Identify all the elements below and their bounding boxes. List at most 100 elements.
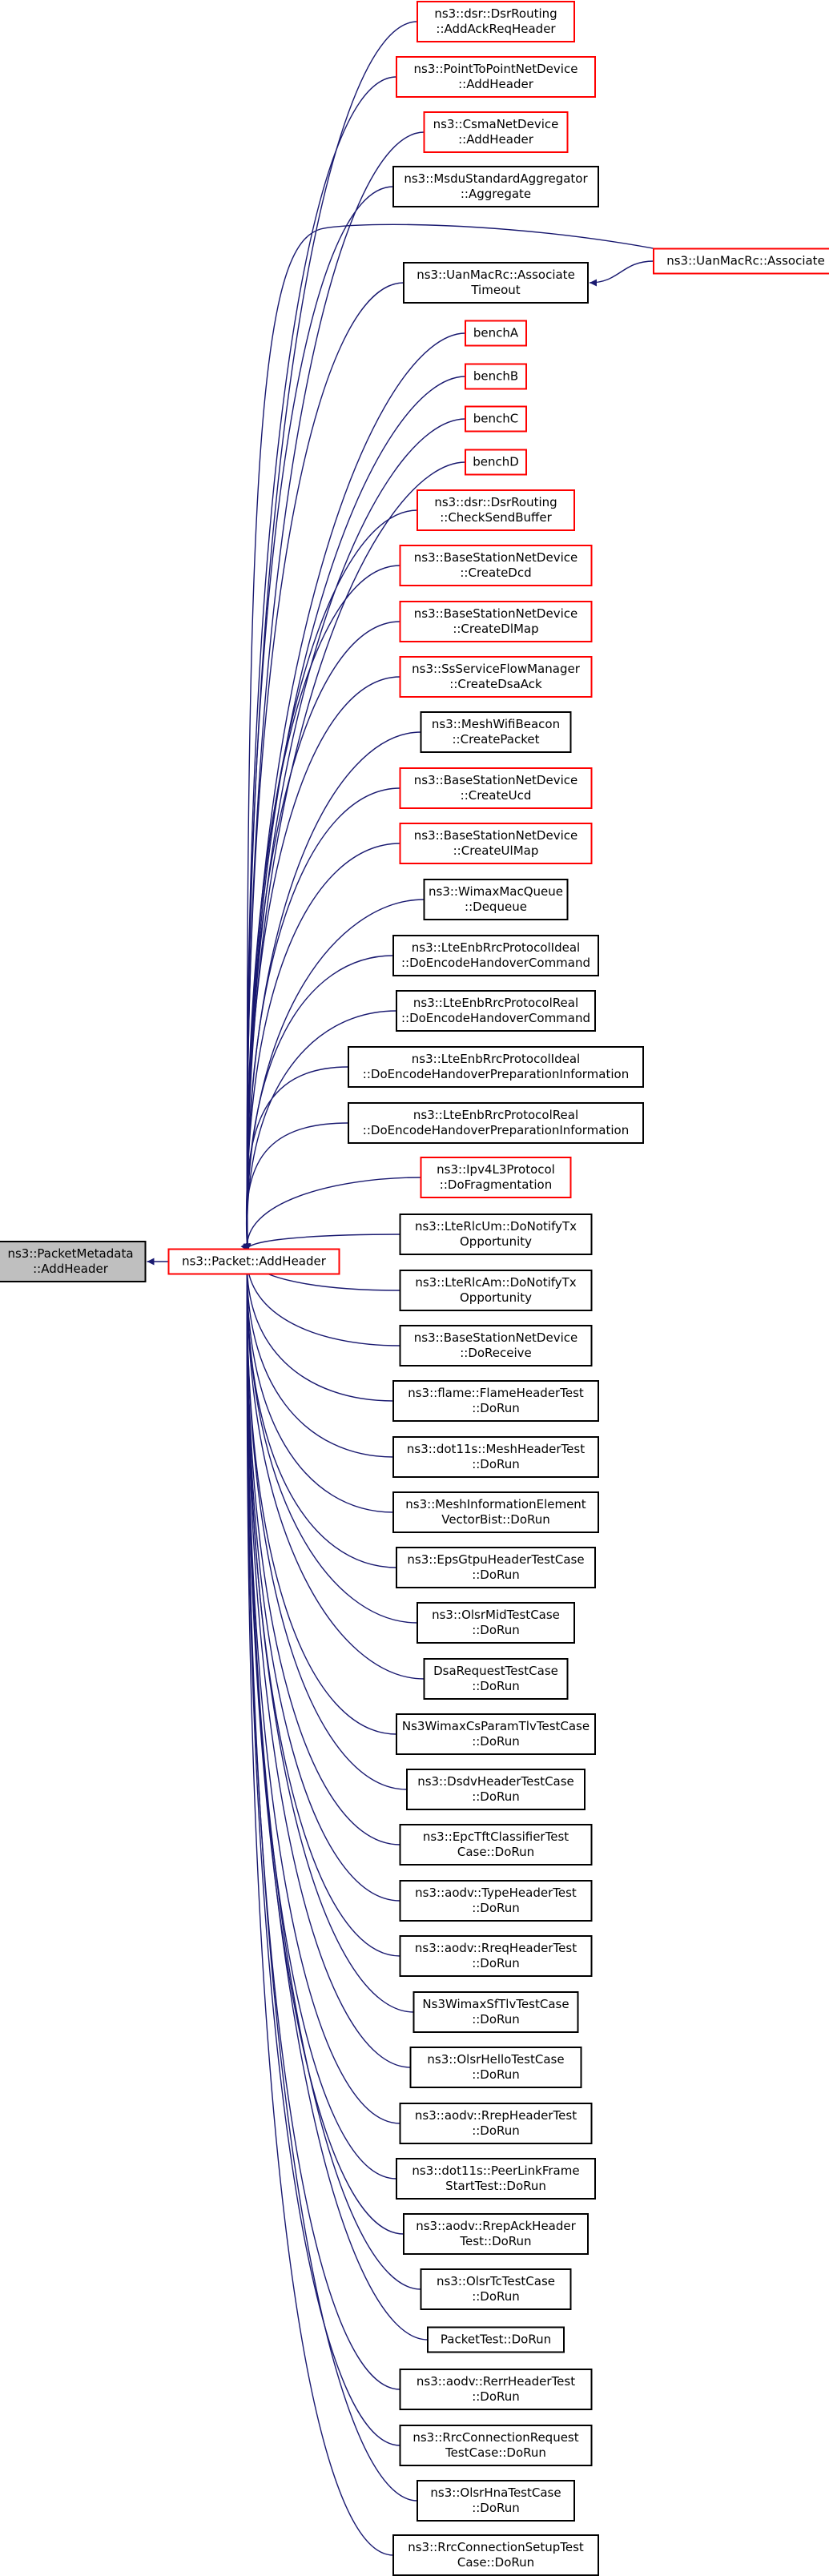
node-label: ns3::Packet::AddHeader: [182, 1254, 327, 1269]
node-ns3-aodv-rreqheadertest-dorun[interactable]: ns3::aodv::RreqHeaderTest::DoRun: [399, 1935, 593, 1977]
node-label: ns3::UanMacRc::Associate: [417, 268, 575, 282]
edge-c39-to-main: [243, 1250, 400, 2124]
node-box: [396, 1713, 596, 1755]
node-label: Case::DoRun: [457, 1845, 534, 1859]
node-ns3-packetmetadata-addheader[interactable]: ns3::PacketMetadata::AddHeader: [0, 1241, 147, 1282]
node-box: [399, 601, 593, 642]
node-ns3-csmanetdevice-addheader[interactable]: ns3::CsmaNetDevice::AddHeader: [423, 111, 569, 153]
node-box: [409, 2047, 582, 2088]
node-ns3-meshwifibeacon-createpacket[interactable]: ns3::MeshWifiBeacon::CreatePacket: [420, 711, 572, 753]
node-ns3-basestationnetdevice-createucd[interactable]: ns3::BaseStationNetDevice::CreateUcd: [399, 767, 593, 809]
node-label: ns3::flame::FlameHeaderTest: [408, 1386, 584, 1400]
node-ns3-pointtopointnetdevice-addheader[interactable]: ns3::PointToPointNetDevice::AddHeader: [396, 56, 596, 98]
node-label: ns3::RrcConnectionSetupTest: [408, 2540, 584, 2554]
node-ns3-aodv-typeheadertest-dorun[interactable]: ns3::aodv::TypeHeaderTest::DoRun: [399, 1880, 593, 1922]
node-label: VectorBist::DoRun: [441, 1512, 550, 1527]
node-box: [420, 711, 572, 753]
node-label: ns3::OlsrHelloTestCase: [427, 2052, 564, 2067]
node-ns3-olsrhnatestcase-dorun[interactable]: ns3::OlsrHnaTestCase::DoRun: [417, 2480, 575, 2522]
node-ns3wimaxcsparamtlvtestcase-dorun[interactable]: Ns3WimaxCsParamTlvTestCase::DoRun: [396, 1713, 596, 1755]
node-label: TestCase::DoRun: [445, 2445, 546, 2460]
node-ns3-dot11s-peerlinkframe-starttest-dorun[interactable]: ns3::dot11s::PeerLinkFrameStartTest::DoR…: [396, 2158, 596, 2200]
node-ns3-epsgtpuheadertestcase-dorun[interactable]: ns3::EpsGtpuHeaderTestCase::DoRun: [396, 1547, 596, 1588]
node-ns3-ipv4l3protocol-dofragmentation[interactable]: ns3::Ipv4L3Protocol::DoFragmentation: [420, 1157, 572, 1198]
node-label: ns3::aodv::RreqHeaderTest: [415, 1941, 577, 1955]
node-box: [399, 1880, 593, 1922]
node-ns3-dsr-dsrrouting-addackreqheader[interactable]: ns3::dsr::DsrRouting::AddAckReqHeader: [417, 1, 575, 42]
edge-c18-to-main: [243, 955, 394, 1251]
edge-c47-to-main: [243, 1250, 394, 2556]
node-label: ::AddHeader: [458, 77, 534, 91]
node-label: ns3::LteRlcUm::DoNotifyTx: [415, 1219, 577, 1234]
node-label: ::DoRun: [472, 2012, 520, 2027]
node-ns3-basestationnetdevice-doreceive[interactable]: ns3::BaseStationNetDevice::DoReceive: [399, 1325, 593, 1366]
node-box: [399, 2425, 593, 2466]
node-ns3-lteenbrrcprotocolideal-doencodehandovercommand[interactable]: ns3::LteEnbRrcProtocolIdeal::DoEncodeHan…: [392, 935, 599, 976]
node-label: Opportunity: [460, 1234, 532, 1249]
node-ns3-meshinformationelement-vectorbist-dorun[interactable]: ns3::MeshInformationElementVectorBist::D…: [392, 1491, 599, 1533]
node-label: ::AddHeader: [33, 1262, 109, 1276]
node-ns3-olsrtctestcase-dorun[interactable]: ns3::OlsrTcTestCase::DoRun: [420, 2268, 572, 2310]
node-label: ns3::MeshWifiBeacon: [432, 717, 560, 731]
node-label: ns3::BaseStationNetDevice: [414, 1330, 577, 1345]
edge-c4-to-main: [243, 186, 394, 1251]
node-benchd[interactable]: benchD: [465, 449, 527, 476]
node-ns3-olsrhellotestcase-dorun[interactable]: ns3::OlsrHelloTestCase::DoRun: [409, 2047, 582, 2088]
node-packettest-dorun[interactable]: PacketTest::DoRun: [427, 2326, 565, 2353]
node-ns3-dsdvheadertestcase-dorun[interactable]: ns3::DsdvHeaderTestCase::DoRun: [406, 1769, 586, 1810]
node-label: ns3::LteEnbRrcProtocolReal: [413, 1108, 578, 1122]
node-ns3wimaxsftlvtestcase-dorun[interactable]: Ns3WimaxSfTlvTestCase::DoRun: [412, 1991, 579, 2033]
node-label: ::DoRun: [472, 1734, 520, 1749]
node-ns3-lteenbrrcprotocolreal-doencodehandovercommand[interactable]: ns3::LteEnbRrcProtocolReal::DoEncodeHand…: [396, 990, 596, 1032]
node-label: ns3::LteEnbRrcProtocolIdeal: [412, 940, 580, 955]
node-ns3-aodv-rerrheadertest-dorun[interactable]: ns3::aodv::RerrHeaderTest::DoRun: [399, 2369, 593, 2410]
node-box: [423, 1658, 569, 1700]
node-ns3-basestationnetdevice-createdcd[interactable]: ns3::BaseStationNetDevice::CreateDcd: [399, 545, 593, 586]
node-ns3-packet-addheader[interactable]: ns3::Packet::AddHeader: [167, 1248, 340, 1275]
node-ns3-aodv-rrepheadertest-dorun[interactable]: ns3::aodv::RrepHeaderTest::DoRun: [399, 2103, 593, 2144]
edge-c45-to-main: [243, 1250, 400, 2446]
node-dsarequesttestcase-dorun[interactable]: DsaRequestTestCase::DoRun: [423, 1658, 569, 1700]
node-benchc[interactable]: benchC: [465, 405, 527, 433]
node-ns3-flame-flameheadertest-dorun[interactable]: ns3::flame::FlameHeaderTest::DoRun: [392, 1380, 599, 1422]
node-ns3-wimaxmacqueue-dequeue[interactable]: ns3::WimaxMacQueue::Dequeue: [423, 879, 569, 920]
node-box: [392, 1436, 599, 1478]
node-label: Opportunity: [460, 1290, 532, 1305]
node-box: [465, 320, 527, 347]
node-box: [417, 489, 575, 531]
node-bencha[interactable]: benchA: [465, 320, 527, 347]
node-ns3-lteenbrrcprotocolideal-doencodehandoverpreparationinformation[interactable]: ns3::LteEnbRrcProtocolIdeal::DoEncodeHan…: [348, 1046, 644, 1088]
node-ns3-dsr-dsrrouting-checksendbuffer[interactable]: ns3::dsr::DsrRouting::CheckSendBuffer: [417, 489, 575, 531]
node-label: ns3::OlsrTcTestCase: [437, 2274, 555, 2288]
node-ns3-basestationnetdevice-createdlmap[interactable]: ns3::BaseStationNetDevice::CreateDlMap: [399, 601, 593, 642]
node-label: ::DoEncodeHandoverPreparationInformation: [363, 1067, 629, 1081]
edge-c27-to-main: [243, 1250, 394, 1458]
node-ns3-ssserviceflowmanager-createdsaack[interactable]: ns3::SsServiceFlowManager::CreateDsaAck: [399, 656, 593, 698]
node-label: ns3::DsdvHeaderTestCase: [417, 1774, 574, 1789]
node-label: ns3::aodv::RrepAckHeader: [416, 2219, 576, 2233]
node-box: [399, 1325, 593, 1366]
node-label: ::CreateDsaAck: [449, 677, 542, 691]
node-label: StartTest::DoRun: [445, 2179, 546, 2193]
node-label: ::DoRun: [472, 1956, 520, 1970]
node-box: [399, 2369, 593, 2410]
node-box: [653, 248, 829, 275]
node-ns3-msdustandardaggregator-aggregate[interactable]: ns3::MsduStandardAggregator::Aggregate: [392, 166, 599, 207]
node-ns3-uanmacrc-associate[interactable]: ns3::UanMacRc::Associate: [653, 248, 829, 275]
node-benchb[interactable]: benchB: [465, 363, 527, 390]
node-label: ns3::SsServiceFlowManager: [412, 662, 581, 676]
node-ns3-basestationnetdevice-createulmap[interactable]: ns3::BaseStationNetDevice::CreateUlMap: [399, 823, 593, 864]
node-ns3-olsrmidtestcase-dorun[interactable]: ns3::OlsrMidTestCase::DoRun: [417, 1602, 575, 1644]
node-ns3-lteenbrrcprotocolreal-doencodehandoverpreparationinformation[interactable]: ns3::LteEnbRrcProtocolReal::DoEncodeHand…: [348, 1102, 644, 1144]
node-box: [423, 111, 569, 153]
node-label: ::DoRun: [472, 2123, 520, 2138]
edge-c28-to-main: [243, 1250, 394, 1513]
node-ns3-dot11s-meshheadertest-dorun[interactable]: ns3::dot11s::MeshHeaderTest::DoRun: [392, 1436, 599, 1478]
